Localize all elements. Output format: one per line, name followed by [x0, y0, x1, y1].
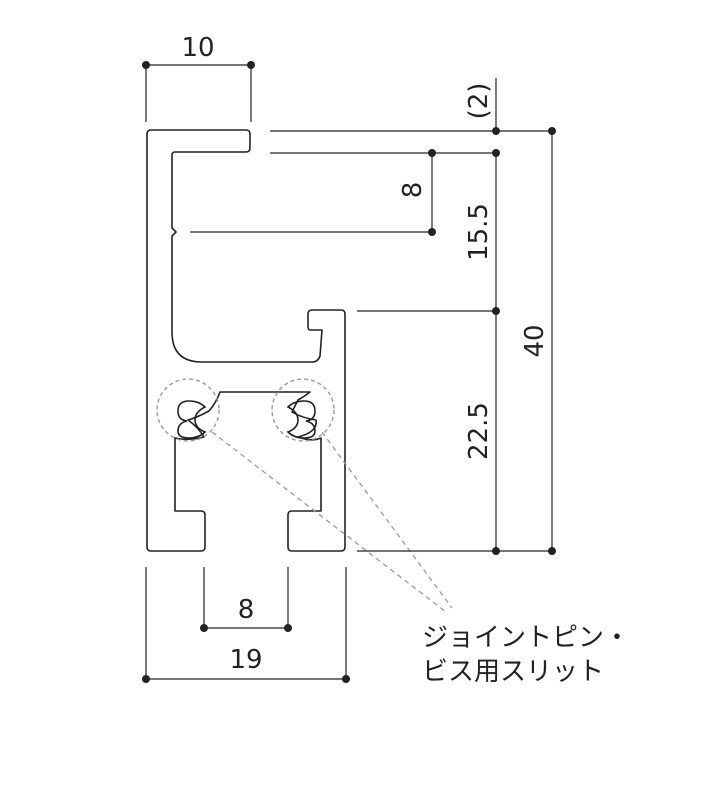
dimension-bottom-slot	[200, 567, 292, 632]
dimension-top-width	[142, 61, 255, 122]
dimension-bottom-width	[142, 567, 350, 683]
left-slot-keyhole	[177, 400, 207, 439]
dimension-top-gap-label: (2)	[464, 83, 494, 120]
dimension-inner-depth-label: 8	[398, 182, 428, 199]
dimension-lower-height-label: 22.5	[464, 402, 494, 460]
dimension-upper-height-label: 15.5	[464, 203, 494, 261]
profile-outline	[146, 129, 346, 552]
dimension-top-gap	[492, 78, 500, 135]
left-slot-circle	[156, 378, 220, 442]
right-slot-keyhole	[286, 400, 316, 439]
dimension-bottom-slot-label: 8	[238, 595, 255, 625]
dimension-lower-height	[492, 311, 500, 555]
note-line-1: ジョイントピン・	[422, 623, 630, 653]
right-slot-circle	[271, 378, 335, 442]
dimension-total-height	[548, 127, 556, 555]
dimension-bottom-width-label: 19	[229, 645, 262, 675]
extension-lines-right	[190, 130, 552, 552]
dimension-inner-depth	[428, 149, 436, 236]
dimension-top-width-label: 10	[181, 33, 214, 63]
note-line-2: ビス用スリット	[422, 657, 604, 687]
leader-line-right	[321, 431, 453, 609]
leader-line-left	[211, 431, 447, 613]
dimension-total-height-label: 40	[520, 324, 550, 357]
